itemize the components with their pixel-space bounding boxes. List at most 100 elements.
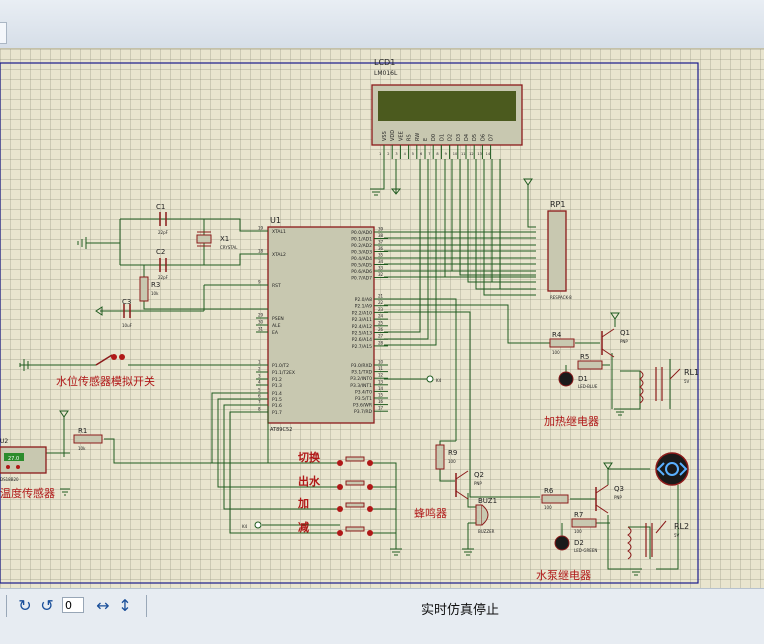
mcu-pin-number: 21 bbox=[378, 294, 384, 299]
capacitor-c1[interactable]: C1 22pF bbox=[156, 203, 169, 235]
schematic-svg: LCD1 LM016L VSS1VDD2VEE3RS4RW5E6D07D18D2… bbox=[0, 58, 699, 584]
lcd-pin-name: D1 bbox=[439, 134, 445, 141]
svg-text:PNP: PNP bbox=[614, 495, 622, 500]
mcu-u1[interactable]: U1 AT89C52 XTAL119XTAL218RST9PSEN29ALE30… bbox=[256, 216, 388, 433]
svg-text:R3: R3 bbox=[151, 281, 160, 289]
rotation-angle-input[interactable]: 0 bbox=[62, 597, 84, 613]
wires bbox=[20, 159, 679, 570]
svg-text:K4: K4 bbox=[242, 524, 248, 529]
mcu-pin-number: 32 bbox=[378, 272, 384, 277]
svg-text:X1: X1 bbox=[220, 235, 229, 243]
transistor-q2[interactable]: Q2 PNP bbox=[455, 470, 484, 500]
svg-text:D2: D2 bbox=[574, 539, 584, 547]
lcd-pin-number: 13 bbox=[477, 152, 481, 156]
mcu-pin-number: 33 bbox=[378, 266, 384, 271]
resistor-r6[interactable]: R6 100 bbox=[541, 487, 569, 510]
lcd-pin-number: 11 bbox=[461, 152, 465, 156]
mcu-pin-number: 29 bbox=[258, 313, 264, 318]
mcu-pin-number: 11 bbox=[378, 366, 384, 371]
mcu-pin-name: P1.4 bbox=[272, 391, 282, 397]
svg-text:C1: C1 bbox=[156, 203, 165, 211]
mcu-pin-name: P0.6/AD6 bbox=[351, 269, 372, 275]
mcu-pin-number: 4 bbox=[258, 380, 261, 385]
rotate-cw-icon[interactable]: ↻ bbox=[18, 596, 32, 615]
water-out-button[interactable]: 出水 bbox=[298, 474, 373, 490]
resistor-r7[interactable]: R7 100 bbox=[571, 511, 597, 534]
crystal-x1[interactable]: X1 CRYSTAL bbox=[196, 231, 238, 250]
svg-text:C3: C3 bbox=[122, 298, 131, 306]
svg-text:10k: 10k bbox=[151, 291, 159, 296]
svg-text:RL1: RL1 bbox=[684, 368, 699, 377]
transistor-q3[interactable]: Q3 PNP bbox=[595, 484, 624, 514]
mcu-pin-name: P2.5/A13 bbox=[352, 331, 372, 337]
mcu-pin-name: P3.3/INT1 bbox=[350, 383, 372, 389]
lcd-ref: LCD1 bbox=[374, 58, 395, 67]
mcu-pin-number: 2 bbox=[258, 367, 261, 372]
simulation-status: 实时仿真停止 bbox=[420, 603, 499, 618]
pump-relay-label: 水泵继电器 bbox=[536, 569, 591, 582]
switch-button[interactable]: 切换 bbox=[298, 450, 373, 466]
mcu-pin-name: P3.7/RD bbox=[354, 409, 373, 415]
lcd-pin-number: 1 bbox=[379, 152, 381, 156]
add-button[interactable]: 加 bbox=[297, 496, 373, 512]
resistor-pack-rp1[interactable]: RP1 RESPACK-8 bbox=[547, 200, 572, 300]
lcd-pin-number: 9 bbox=[445, 152, 447, 156]
mcu-pin-name: P0.7/AD7 bbox=[351, 276, 372, 282]
svg-text:PNP: PNP bbox=[474, 481, 482, 486]
lcd-display[interactable]: LCD1 LM016L VSS1VDD2VEE3RS4RW5E6D07D18D2… bbox=[371, 58, 523, 159]
relay-rl1[interactable]: RL1 5V 加热继电器 bbox=[544, 367, 699, 428]
resistor-r3[interactable]: R3 10k bbox=[139, 276, 160, 302]
toolbar-tab[interactable] bbox=[0, 22, 7, 44]
resistor-r1[interactable]: R1 10k bbox=[73, 427, 103, 451]
temp-display: 27.0 bbox=[8, 456, 19, 462]
button-label: 切换 bbox=[298, 450, 321, 464]
relay-rl2[interactable]: RL2 5V 水泵继电器 bbox=[536, 520, 689, 582]
lcd-pin-name: E bbox=[423, 138, 429, 141]
mirror-vertical-icon[interactable]: ↕ bbox=[118, 596, 132, 615]
pump-motor-icon[interactable] bbox=[655, 452, 689, 486]
subtract-button[interactable]: 减 bbox=[298, 520, 373, 536]
temp-sensor-label: 温度传感器 bbox=[0, 486, 55, 500]
svg-text:Q3: Q3 bbox=[614, 485, 624, 493]
svg-text:U2: U2 bbox=[0, 438, 8, 445]
button-contact bbox=[337, 506, 343, 512]
resistor-r4[interactable]: R4 100 bbox=[549, 331, 575, 355]
lcd-pin-name: D6 bbox=[480, 134, 486, 141]
svg-text:D1: D1 bbox=[578, 375, 588, 383]
led-d1[interactable]: D1 LED-BLUE bbox=[558, 371, 598, 389]
rotate-ccw-icon[interactable]: ↺ bbox=[40, 596, 54, 615]
svg-text:100: 100 bbox=[448, 459, 456, 464]
svg-text:R1: R1 bbox=[78, 427, 87, 435]
ground-symbols bbox=[19, 188, 642, 576]
svg-text:100: 100 bbox=[544, 505, 552, 510]
mcu-pin-number: 22 bbox=[378, 300, 384, 305]
resistor-r9[interactable]: R9 100 bbox=[435, 444, 457, 470]
mcu-pin-number: 31 bbox=[258, 327, 264, 332]
mirror-horizontal-icon[interactable]: ↔ bbox=[96, 596, 110, 615]
capacitor-c3[interactable]: C3 10uF bbox=[122, 298, 133, 328]
mcu-pin-number: 17 bbox=[378, 406, 384, 411]
capacitor-c2[interactable]: C2 22pF bbox=[156, 248, 169, 280]
lcd-pin-number: 10 bbox=[453, 152, 457, 156]
svg-text:100: 100 bbox=[552, 350, 560, 355]
svg-text:BUZZER: BUZZER bbox=[478, 529, 495, 534]
mcu-pin-number: 8 bbox=[258, 407, 261, 412]
mcu-pin-number: 16 bbox=[378, 399, 384, 404]
mcu-pin-name: P3.5/T1 bbox=[355, 396, 372, 402]
transistor-q1[interactable]: Q1 PNP bbox=[601, 328, 630, 358]
svg-text:DS18B20: DS18B20 bbox=[0, 477, 19, 482]
buzzer-buz1[interactable]: BUZ1 BUZZER 蜂鸣器 bbox=[414, 497, 497, 534]
mcu-pin-name: P2.6/A14 bbox=[352, 337, 372, 343]
resistor-r5[interactable]: R5 bbox=[577, 353, 603, 370]
mcu-pin-name: RST bbox=[272, 283, 281, 289]
mcu-pin-name: EA bbox=[272, 330, 279, 336]
led-d2[interactable]: D2 LED-GREEN bbox=[554, 535, 597, 553]
mcu-pin-number: 19 bbox=[258, 226, 264, 231]
temp-sensor-ds18b20[interactable]: 27.0 U2 DS18B20 温度传感器 bbox=[0, 438, 55, 500]
lcd-pin-name: D3 bbox=[456, 134, 462, 141]
mcu-pin-name: P1.0/T2 bbox=[272, 363, 289, 369]
mcu-part: AT89C52 bbox=[270, 427, 292, 433]
water-level-switch[interactable]: 水位传感器模拟开关 bbox=[56, 354, 155, 388]
